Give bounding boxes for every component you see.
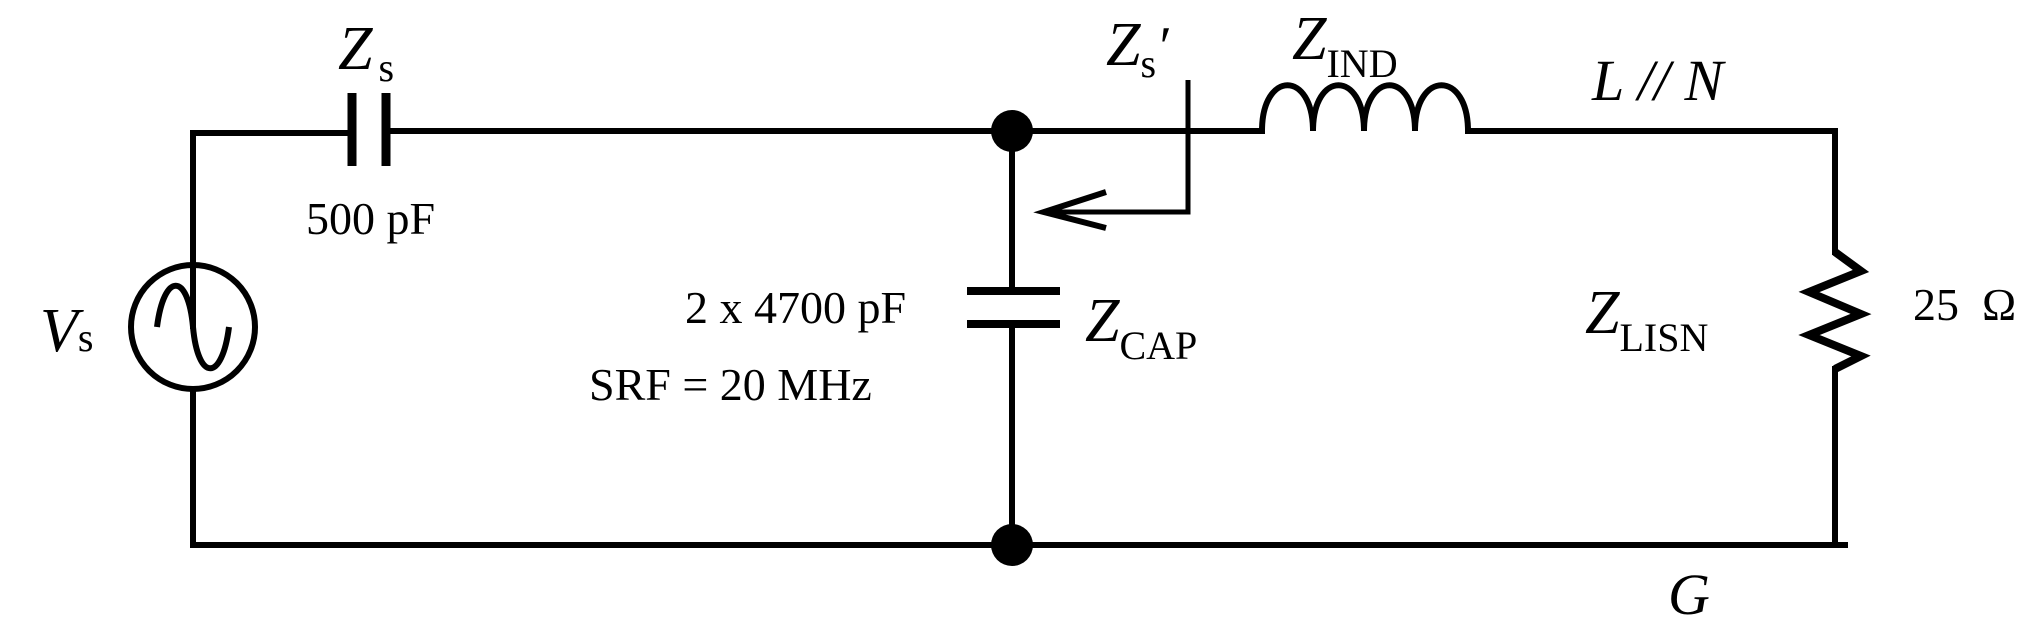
zcap-symbol: Z bbox=[1085, 287, 1120, 355]
line-neutral-label: L // N bbox=[1592, 48, 1724, 113]
zind-subscript: IND bbox=[1326, 41, 1398, 86]
vs-label: Vs bbox=[40, 300, 93, 362]
zlisn-symbol: Z bbox=[1585, 279, 1620, 347]
zcap-label: ZCAP bbox=[1085, 287, 1197, 366]
zlisn-subscript: LISN bbox=[1619, 315, 1709, 360]
zs-prime-label: Zs′ bbox=[1106, 11, 1169, 84]
ground-label: G bbox=[1668, 562, 1710, 627]
zs-prime-mark: ′ bbox=[1156, 16, 1169, 78]
zind-symbol: Z bbox=[1292, 5, 1327, 73]
zs-prime-reference-line bbox=[1044, 80, 1191, 215]
zs-symbol: Z bbox=[338, 15, 373, 83]
lisn-resistance-value: 25 Ω bbox=[1913, 279, 2017, 330]
zs-prime-arrowhead bbox=[1033, 189, 1107, 231]
zind-label: ZIND bbox=[1292, 5, 1398, 84]
source-capacitor-value: 500 pF bbox=[306, 193, 436, 244]
wire-source-bottom bbox=[190, 386, 1848, 548]
junction-dot-bottom bbox=[991, 524, 1033, 566]
wire-to-lisn bbox=[1465, 128, 1838, 255]
shunt-capacitor-value: 2 x 4700 pF bbox=[685, 282, 907, 333]
vs-symbol: V bbox=[40, 297, 78, 365]
zs-prime-subscript: s bbox=[1140, 41, 1157, 86]
vs-subscript: s bbox=[77, 315, 94, 360]
shunt-capacitor-srf: SRF = 20 MHz bbox=[589, 359, 872, 410]
zcap-subscript: CAP bbox=[1119, 323, 1198, 368]
inductor-coil bbox=[1258, 82, 1472, 135]
junction-dot-top bbox=[991, 110, 1033, 152]
zs-prime-symbol: Z bbox=[1106, 11, 1141, 79]
wire-source-top bbox=[190, 130, 355, 329]
ac-source-sine-icon bbox=[154, 282, 232, 372]
zlisn-label: ZLISN bbox=[1585, 279, 1708, 358]
lisn-resistor bbox=[1798, 248, 1872, 373]
zs-subscript: s bbox=[378, 45, 395, 90]
